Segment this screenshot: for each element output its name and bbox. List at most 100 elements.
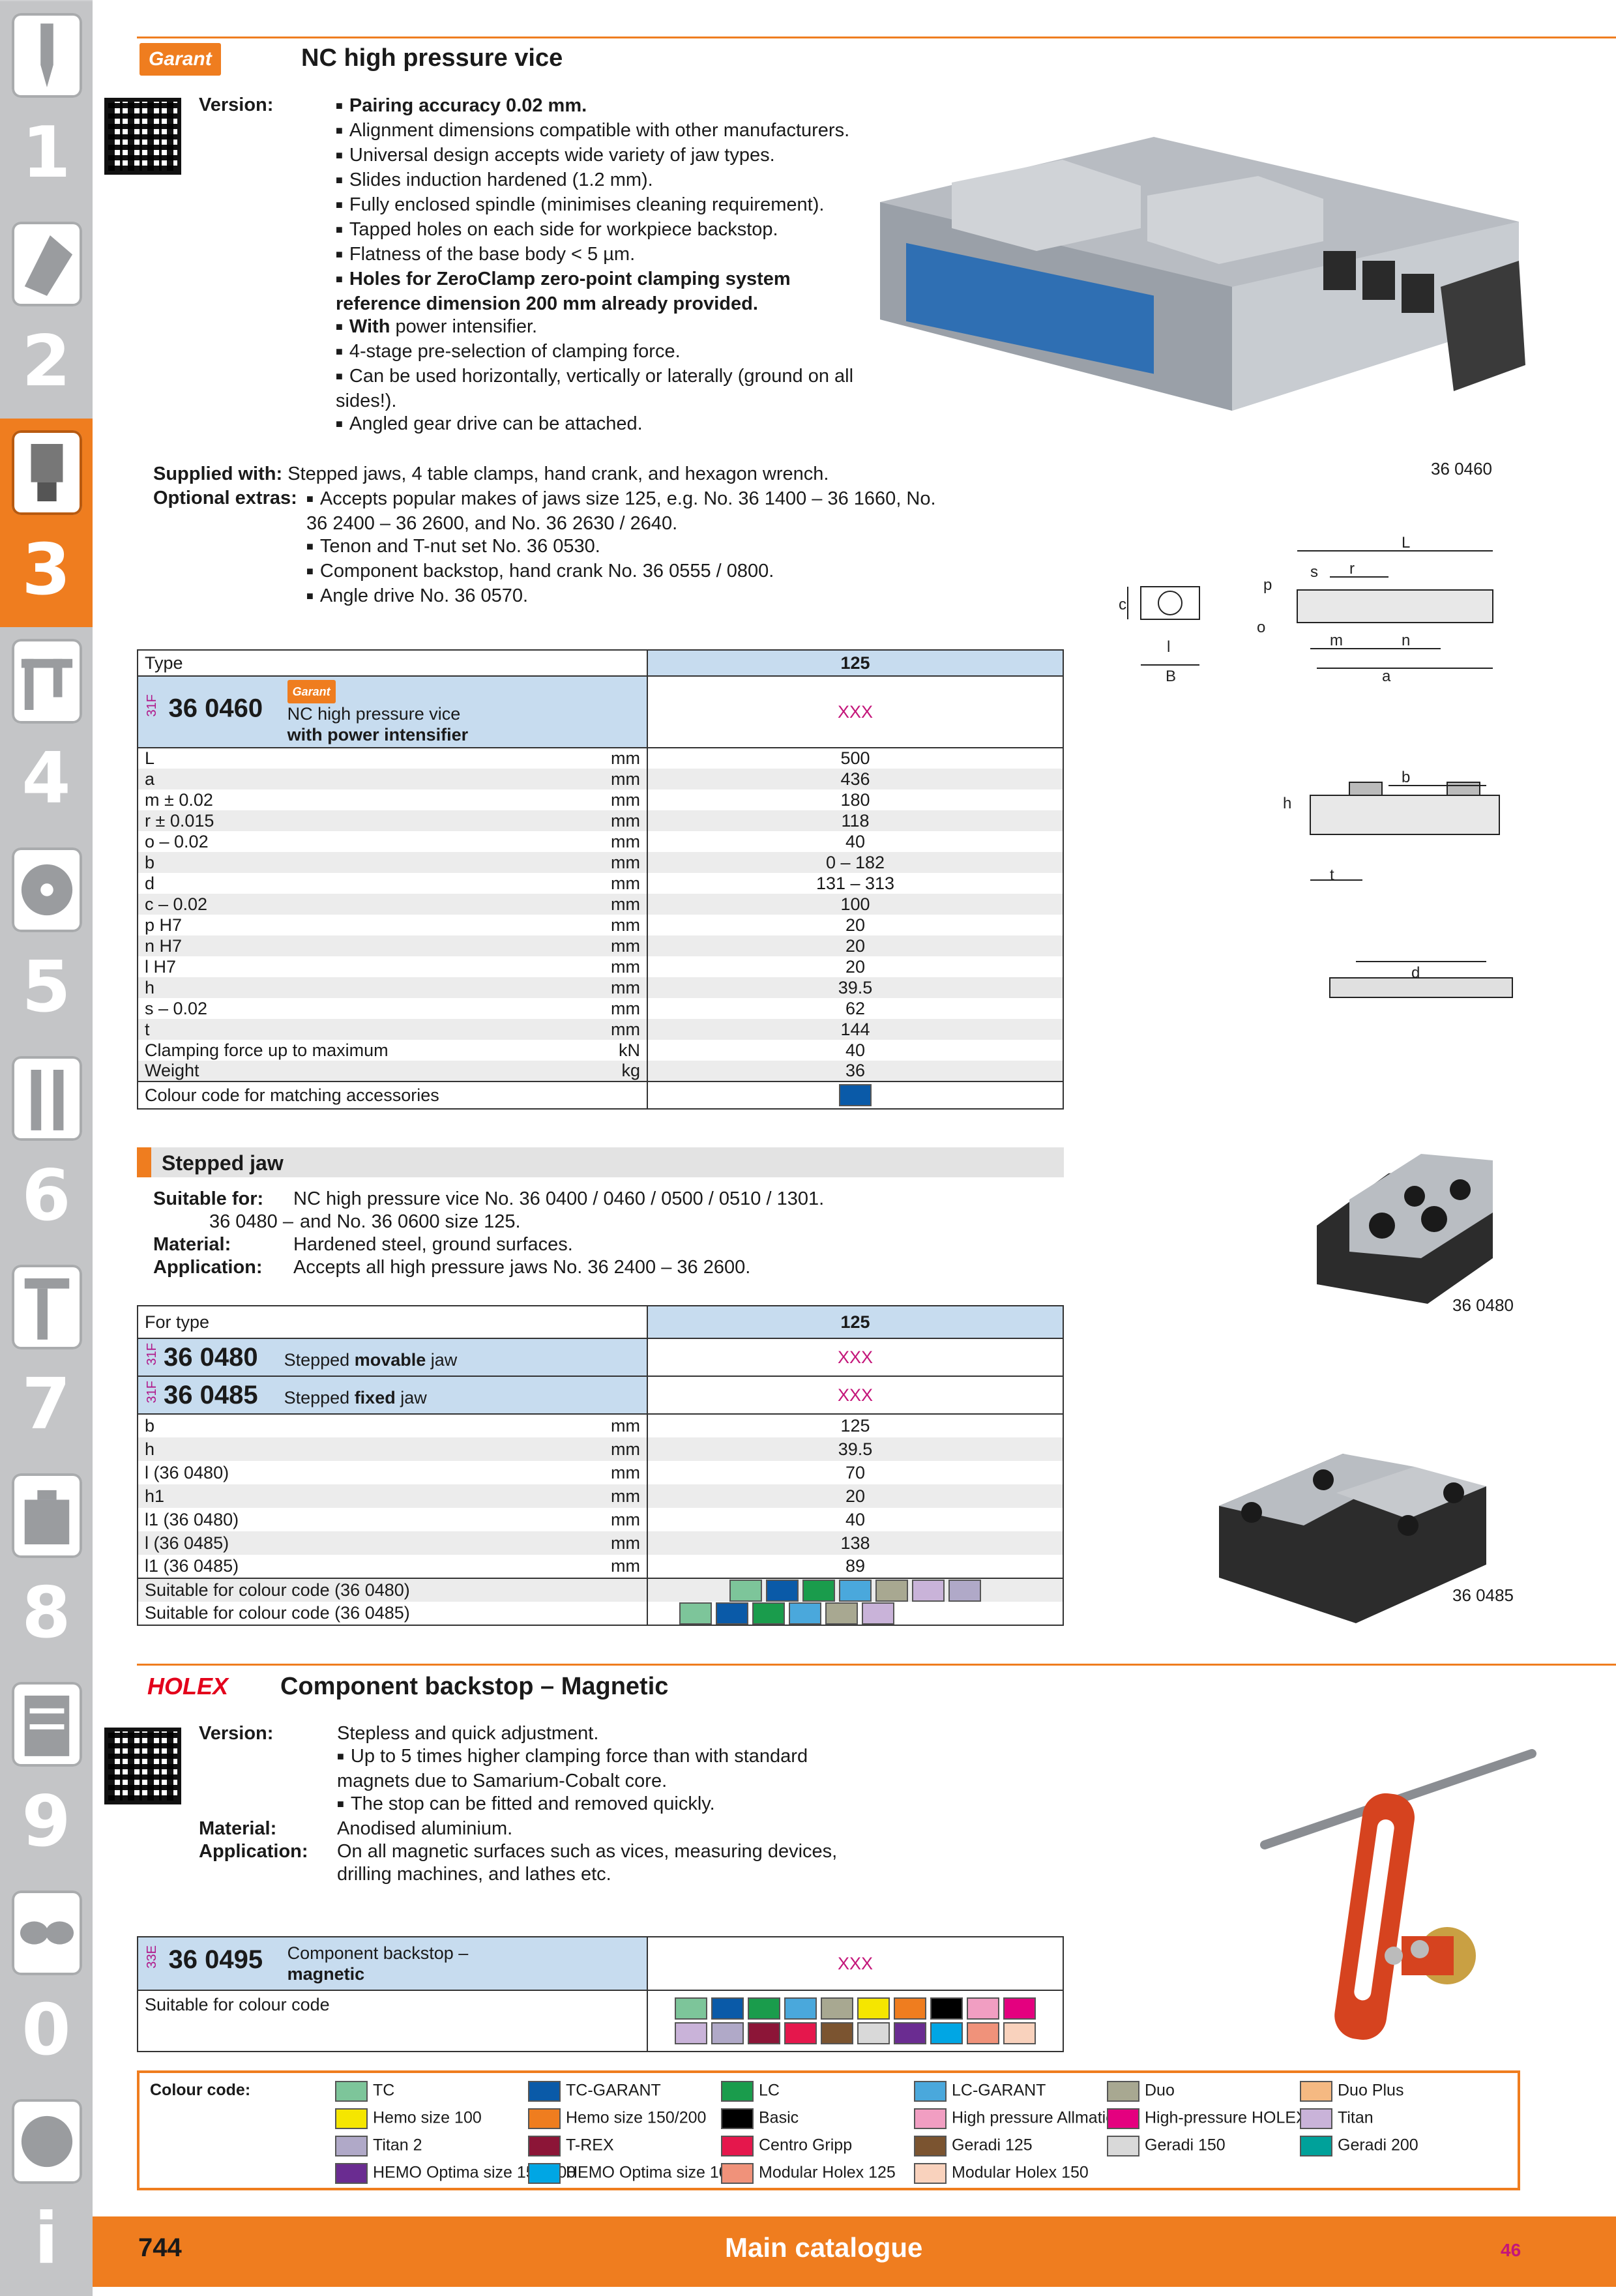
chapter-number: 7 [22, 1364, 71, 1445]
legend-item: HEMO Optima size 100 [528, 2163, 737, 2184]
legend-text: Basic [759, 2108, 799, 2127]
jaw-illustration-1 [1317, 1154, 1493, 1304]
legend-swatch [335, 2136, 368, 2156]
legend-label: Colour code: [150, 2081, 251, 2099]
colour-swatch [675, 1997, 707, 2020]
optional-item: Accepts popular makes of jaws size 125, … [306, 488, 945, 535]
chapter-tab-i[interactable]: i [0, 2087, 93, 2296]
spec-value: 144 [647, 1019, 1064, 1040]
backstop-photo [1252, 1454, 1538, 2067]
legend-swatch [914, 2081, 947, 2102]
spec-unit: mm [611, 789, 640, 810]
suitable2-label: 36 0480 – [209, 1211, 293, 1232]
spec-unit: mm [611, 935, 640, 956]
chapter-tab-5[interactable]: 5 [0, 836, 93, 1044]
movable-jaw-photo [1297, 1128, 1519, 1343]
spec-name: a [145, 769, 155, 789]
spec-unit: mm [611, 977, 640, 997]
spec-unit: mm [611, 1462, 640, 1482]
page-number: 744 [138, 2233, 182, 2262]
price-cell[interactable]: XXX [647, 675, 1064, 748]
group-code: 31F [145, 694, 159, 717]
article-number[interactable]: 36 0460 [168, 694, 263, 723]
chapter-tab-4[interactable]: 4 [0, 627, 93, 836]
chapter-tab-7[interactable]: 7 [0, 1253, 93, 1462]
spec-value: 180 [647, 789, 1064, 810]
legend-text: Hemo size 100 [373, 2108, 482, 2127]
chapter-number: 3 [22, 529, 71, 611]
spec-value: 62 [647, 998, 1064, 1019]
chapter-number: 0 [22, 1990, 71, 2071]
price-cell[interactable]: XXX [647, 1338, 1064, 1376]
legend-text: TC [373, 2081, 395, 2100]
spec-unit: mm [611, 1439, 640, 1459]
material-label: Material: [153, 1234, 231, 1255]
jaw-colour-row-1-label: Suitable for colour code (36 0480) [137, 1578, 647, 1602]
legend-text: Hemo size 150/200 [566, 2108, 707, 2127]
spec-unit: mm [611, 873, 640, 893]
product-desc-bold: with power intensifier [287, 724, 469, 744]
optional-list: Accepts popular makes of jaws size 125, … [306, 488, 945, 610]
legend-item: TC [335, 2081, 394, 2102]
chapter-tab-9[interactable]: 9 [0, 1670, 93, 1879]
bs-article-number[interactable]: 36 0495 [168, 1945, 263, 1975]
bs-desc: Component backstop – [287, 1943, 469, 1963]
legend-item: T-REX [528, 2136, 614, 2156]
garant-logo: Garant [140, 43, 221, 76]
backstop-title: Component backstop – Magnetic [280, 1673, 669, 1700]
jaw-colour-row-1 [647, 1578, 1064, 1602]
colour-swatch [967, 2022, 999, 2044]
spec-unit: mm [611, 1556, 640, 1576]
bs-desc-bold: magnetic [287, 1964, 365, 1984]
spec-unit: mm [611, 852, 640, 872]
chapter-tab-3[interactable]: 3 [0, 419, 93, 627]
spec-value: 39.5 [647, 1437, 1064, 1461]
drill-icon [12, 13, 82, 98]
suitable2-text: and No. 36 0600 size 125. [300, 1211, 521, 1232]
spec-unit: mm [611, 1486, 640, 1506]
jaw-info: Suitable for:NC high pressure vice No. 3… [153, 1188, 1066, 1279]
spec-name: p H7 [145, 915, 183, 935]
spec-value: 125 [647, 1413, 1064, 1437]
colour-swatch [711, 1997, 744, 2020]
bs-version-item: The stop can be fitted and removed quick… [337, 1793, 851, 1818]
article-number[interactable]: 36 0485 [164, 1380, 258, 1409]
optional-label: Optional extras: [153, 488, 297, 508]
suitable-label: Suitable for: [153, 1188, 264, 1209]
chapter-tab-6[interactable]: 6 [0, 1044, 93, 1253]
spec-name: l (36 0480) [145, 1462, 229, 1482]
legend-swatch [1300, 2081, 1332, 2102]
spec-unit: mm [611, 894, 640, 914]
legend-swatch [721, 2163, 754, 2184]
spec-value: 39.5 [647, 977, 1064, 998]
spec-value: 100 [647, 894, 1064, 915]
chapter-tab-8[interactable]: 8 [0, 1462, 93, 1670]
dim-label-r: r [1349, 560, 1355, 578]
bs-price-cell[interactable]: XXX [647, 1936, 1064, 1990]
article-number[interactable]: 36 0480 [164, 1342, 258, 1372]
colour-swatch [716, 1602, 748, 1625]
chapter-tab-0[interactable]: 0 [0, 1879, 93, 2087]
version-item: Angled gear drive can be attached. [336, 413, 870, 437]
chapter-tab-1[interactable]: 1 [0, 1, 93, 210]
legend-swatch [528, 2136, 561, 2156]
dim-label-L: L [1402, 534, 1410, 552]
bs-product-cell: 33E 36 0495 Component backstop – magneti… [137, 1936, 647, 1990]
application-text: Accepts all high pressure jaws No. 36 24… [293, 1257, 751, 1278]
colour-swatch [1003, 1997, 1036, 2020]
price-cell[interactable]: XXX [647, 1376, 1064, 1414]
chapter-tab-2[interactable]: 2 [0, 210, 93, 419]
legend-text: Titan [1338, 2108, 1374, 2127]
dim-label-m: m [1330, 632, 1343, 649]
colour-swatch [789, 1602, 821, 1625]
spec-value: 138 [647, 1531, 1064, 1555]
group-code: 31F [145, 1381, 159, 1404]
backstop-illustration [1260, 1749, 1536, 2040]
spec-value: 40 [647, 831, 1064, 852]
legend-swatch [1300, 2108, 1332, 2129]
spec-name: l1 (36 0485) [145, 1556, 239, 1576]
